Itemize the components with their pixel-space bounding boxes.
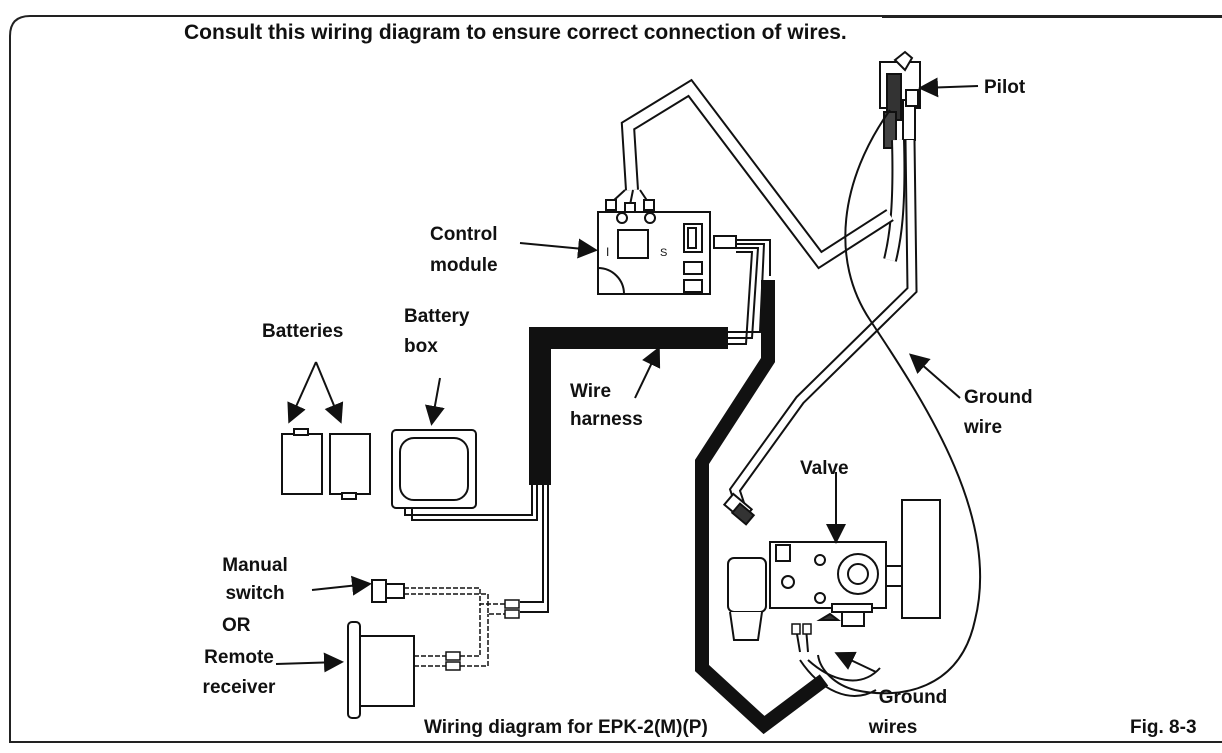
label-ground-wires-line2: wires [868,717,918,738]
pilot-assembly [879,50,921,149]
figure-number: Fig. 8-3 [1130,717,1197,738]
arrow-manual-switch [311,575,372,596]
label-or: OR [222,615,251,636]
arrow-ground-wires [834,651,877,673]
manual-switch-drawing [371,579,405,603]
valve-drawing [727,499,941,641]
harness-long-run [695,280,829,735]
control-module-drawing [597,211,737,295]
arrow-wire-harness [634,346,661,399]
module-mark-i: I [606,245,609,259]
arrow-batteries-left [287,361,317,424]
switch-wires [404,587,505,615]
label-control-module-line2: module [430,255,498,276]
label-batteries: Batteries [262,321,344,342]
label-wire-harness-line1: Wire [570,381,612,402]
diagram-caption: Wiring diagram for EPK-2(M)(P) [424,717,708,738]
label-wire-harness-line2: harness [570,409,643,430]
label-battery-box-line2: box [404,336,438,357]
pilot-tubing [728,139,918,507]
battery-box-drawing [391,429,477,509]
label-remote-receiver-line1: Remote [204,647,274,668]
label-control-module-line1: Control [430,224,498,245]
wire-harness [529,327,728,485]
label-remote-receiver-line2: receiver [202,677,276,698]
label-ground-wires-line1: Ground [878,687,948,708]
label-manual-switch-line1: Manual [222,555,288,576]
label-ground-wire-line1: Ground [964,387,1033,408]
label-manual-switch-line2: switch [225,583,285,604]
remote-receiver-drawing [347,621,415,719]
diagram-heading: Consult this wiring diagram to ensure co… [184,21,847,44]
arrow-remote-receiver [275,652,344,673]
arrow-control-module [519,238,598,259]
arrow-batteries-right [315,361,344,424]
batteries-drawing [281,428,371,500]
arrow-battery-box [425,377,445,426]
label-battery-box-line1: Battery [404,306,470,327]
label-pilot: Pilot [984,77,1026,98]
receiver-wires [414,604,489,667]
pilot-lead-terminals [605,189,655,214]
arrow-pilot [918,77,979,98]
label-valve: Valve [800,458,849,479]
callout-arrows [275,77,979,673]
pilot-fitting [722,492,756,526]
pilot-lead [620,78,894,270]
ground-wire-line [817,109,982,695]
connectors [445,599,520,671]
label-ground-wire-line2: wire [964,417,1003,438]
arrow-ground-wire [908,353,961,399]
module-mark-s: S [660,247,667,259]
ground-terminal-lugs [791,623,812,635]
figure-frame [9,15,1222,743]
